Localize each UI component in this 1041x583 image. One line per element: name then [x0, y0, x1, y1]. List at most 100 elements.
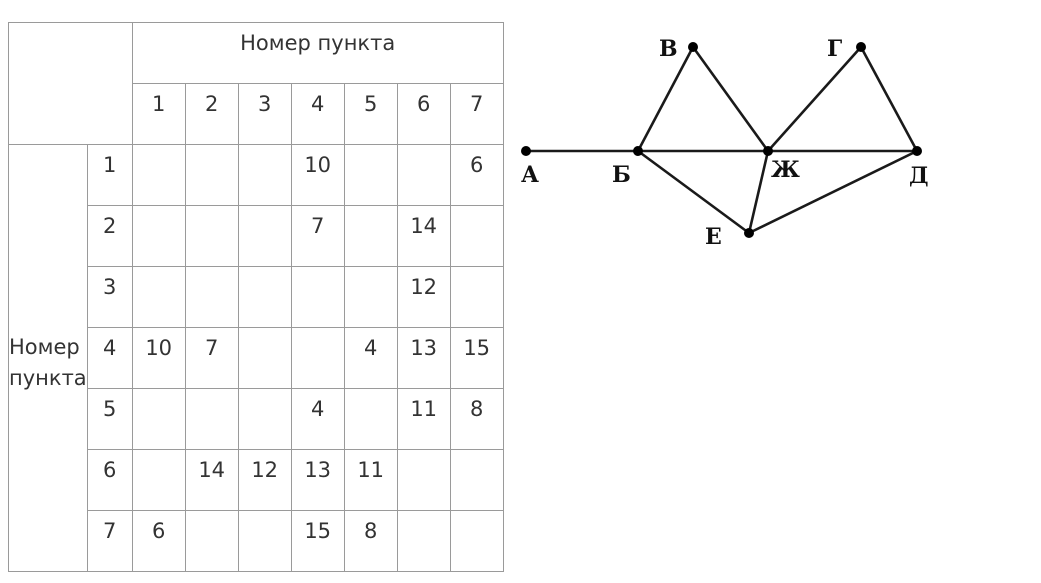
distance-value [451, 206, 503, 216]
distance-value [186, 206, 238, 216]
distance-cell [449, 449, 504, 511]
graph-node-label-B: Б [612, 162, 631, 188]
graph-node-label-G: Г [827, 36, 842, 62]
graph-edge-B-V [636, 46, 695, 152]
distance-value [292, 328, 344, 338]
distance-cell: 8 [449, 388, 504, 450]
distance-value: 14 [410, 214, 438, 238]
column-number-text: 3 [258, 92, 272, 116]
distance-cell: 6 [449, 144, 504, 206]
row-number-text: 1 [103, 153, 117, 177]
row-header-title-text: Номер пункта [9, 334, 87, 391]
distance-cell [290, 327, 345, 389]
distance-value: 14 [198, 458, 226, 482]
row-number-text: 6 [103, 458, 117, 482]
distance-value [345, 145, 397, 155]
graph-node-V [688, 42, 698, 52]
distance-cell [237, 205, 292, 267]
distance-value: 12 [410, 275, 438, 299]
graph-edge-Zh-G [767, 46, 862, 152]
row-header-title: Номер пункта [8, 144, 88, 572]
graph-edges [526, 46, 919, 235]
distance-cell [184, 510, 239, 572]
graph-node-B [633, 146, 643, 156]
column-number-cell: 2 [184, 83, 239, 145]
distance-cell: 4 [343, 327, 398, 389]
distance-value [239, 267, 291, 277]
distance-cell: 12 [396, 266, 451, 328]
distance-cell: 14 [396, 205, 451, 267]
row-number-text: 3 [103, 275, 117, 299]
distance-value [133, 267, 185, 277]
distance-value: 10 [304, 153, 332, 177]
distance-cell: 12 [237, 449, 292, 511]
column-number-cell: 1 [131, 83, 186, 145]
distance-cell [237, 510, 292, 572]
distance-cell: 7 [184, 327, 239, 389]
distance-cell [343, 205, 398, 267]
distance-cell [237, 327, 292, 389]
graph-edge-V-Zh [691, 46, 770, 152]
row-number-cell: 2 [86, 205, 133, 267]
distance-cell [131, 388, 186, 450]
distance-cell [237, 144, 292, 206]
distance-cell [131, 266, 186, 328]
distance-value [398, 511, 450, 521]
distance-cell [396, 510, 451, 572]
graph-node-Zh [763, 146, 773, 156]
distance-value [186, 145, 238, 155]
distance-value: 11 [357, 458, 385, 482]
table-row: 3 12 [9, 266, 504, 328]
distance-value: 6 [470, 153, 484, 177]
graph-nodes [521, 42, 922, 238]
distance-cell [343, 144, 398, 206]
distance-value: 8 [470, 397, 484, 421]
distance-cell: 10 [131, 327, 186, 389]
row-number-cell: 1 [86, 144, 133, 206]
row-number-cell: 3 [86, 266, 133, 328]
distance-cell [131, 144, 186, 206]
column-number-text: 6 [417, 92, 431, 116]
distance-cell [237, 388, 292, 450]
graph-edge-B-E [637, 149, 750, 235]
distance-value: 15 [463, 336, 491, 360]
row-number-cell: 6 [86, 449, 133, 511]
distance-value [133, 389, 185, 399]
distance-cell [396, 144, 451, 206]
row-number-cell: 4 [86, 327, 133, 389]
graph-node-G [856, 42, 866, 52]
distance-value [133, 206, 185, 216]
distance-cell: 13 [396, 327, 451, 389]
distance-value [239, 511, 291, 521]
distance-cell: 11 [343, 449, 398, 511]
column-number-text: 7 [470, 92, 484, 116]
distance-value [133, 450, 185, 460]
distance-cell [184, 388, 239, 450]
distance-value [133, 145, 185, 155]
table-row: Номер пункта 1 10 6 [8, 144, 504, 572]
distance-value: 10 [145, 336, 173, 360]
distance-cell [184, 144, 239, 206]
graph-node-E [744, 228, 754, 238]
distance-value: 8 [364, 519, 378, 543]
row-number-text: 4 [103, 336, 117, 360]
distance-value: 4 [364, 336, 378, 360]
distance-cell [131, 449, 186, 511]
column-number-cell: 5 [343, 83, 398, 145]
distance-cell [449, 510, 504, 572]
graph-node-D [912, 146, 922, 156]
distance-cell: 10 [290, 144, 345, 206]
distance-cell: 11 [396, 388, 451, 450]
distance-value [451, 511, 503, 521]
distance-value: 13 [410, 336, 438, 360]
graph-node-label-V: В [659, 36, 678, 62]
distance-cell: 14 [184, 449, 239, 511]
column-number-text: 2 [205, 92, 219, 116]
distance-cell [237, 266, 292, 328]
distance-cell: 13 [290, 449, 345, 511]
distance-value [451, 267, 503, 277]
